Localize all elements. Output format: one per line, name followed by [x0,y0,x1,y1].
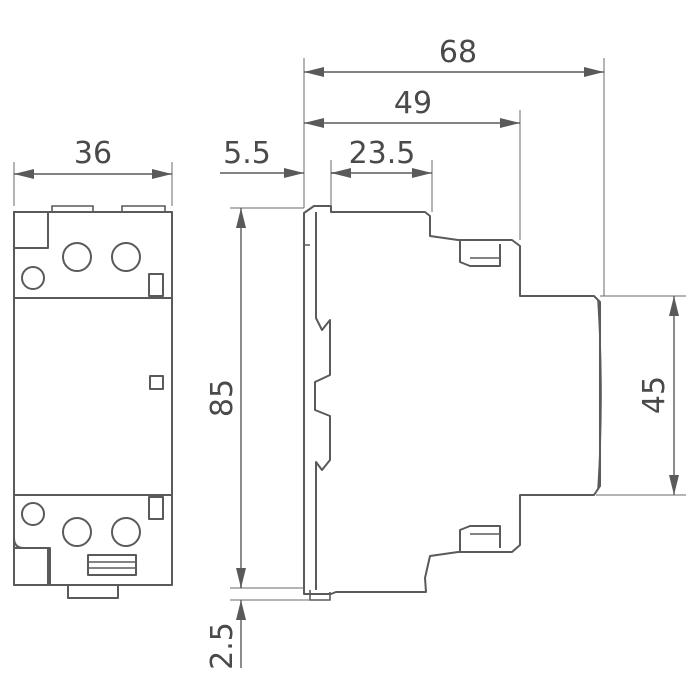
side-front-face-curve [597,299,602,491]
side-terminal-top [459,240,501,267]
side-terminal-bottom [459,525,501,552]
side-body-outline [303,205,601,595]
side-view [303,205,602,601]
dim-5-5: 5.5 [220,136,350,178]
side-foot [309,590,331,601]
front-top-notch [14,212,49,249]
terminal-screw-bottom [21,502,45,526]
dim-85: 85 [205,207,304,589]
front-top-tab-right [121,205,166,212]
front-top-tab-left [51,205,94,212]
side-rail-clip [314,212,331,590]
front-top-slot [148,273,164,297]
front-view [13,205,173,599]
front-bottom-grille [87,554,137,576]
dim-49: 49 [304,86,521,240]
dim-2-5: 2.5 [205,575,310,670]
side-clip-top [303,213,310,246]
terminal-bottom-right [111,517,141,547]
front-bottom-slot [148,496,164,520]
dim-label-5-5: 5.5 [223,136,271,171]
dim-label-49: 49 [394,86,432,121]
dim-23-5: 23.5 [330,136,433,212]
terminal-screw-top [21,266,45,290]
dim-label-23-5: 23.5 [349,136,416,171]
front-indicator [149,375,164,390]
dim-label-68: 68 [439,35,477,70]
front-bottom-notch [14,547,49,585]
terminal-top-left [62,242,92,272]
dim-36: 36 [13,136,173,206]
dim-label-85: 85 [205,379,240,417]
dim-label-2-5: 2.5 [205,622,240,670]
dim-label-36: 36 [74,136,112,171]
terminal-bottom-left [62,517,92,547]
dim-45: 45 [596,295,686,496]
dim-68: 68 [303,35,605,296]
terminal-top-right [111,242,141,272]
dim-label-45: 45 [637,376,672,414]
front-bottom-clip [67,585,119,599]
